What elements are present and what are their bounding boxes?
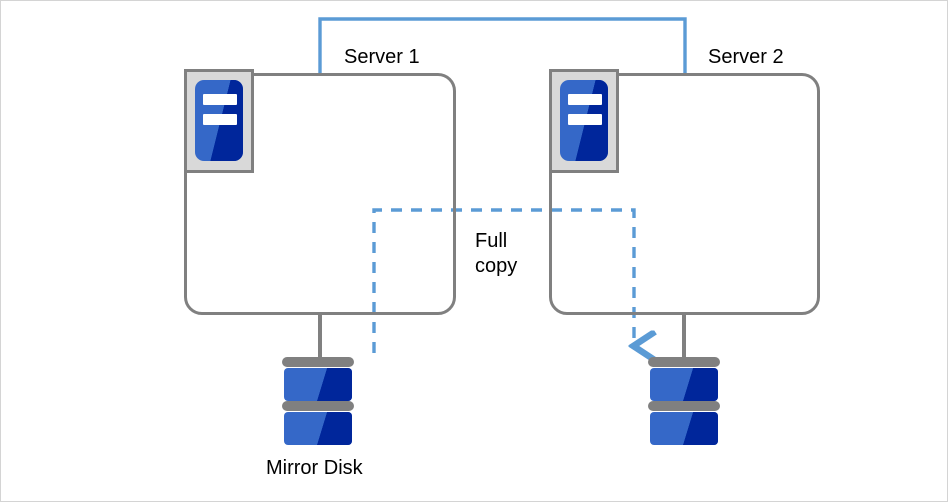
mirror-disk-label: Mirror Disk [266,457,363,479]
server2-enclosure [549,73,820,315]
server1-label: Server 1 [344,46,420,68]
disk-block-shading [284,412,352,445]
disk-platter-bar-top [282,357,354,367]
server-icon-slot-2 [568,114,602,125]
disk-block-shading [284,368,352,401]
server-icon-body [195,80,243,161]
server-icon-slot-1 [568,94,602,105]
disk-block-shading [650,368,718,401]
server1-machine-icon [184,69,254,173]
disk-block-upper [284,368,352,401]
server2-label: Server 2 [708,46,784,68]
full-copy-label: Full copy [475,230,518,277]
server1-enclosure [184,73,456,315]
disk-block-lower [284,412,352,445]
disk-platter-bar-top [648,357,720,367]
target-disk-icon [648,357,720,449]
server-icon-body [560,80,608,161]
server2-machine-icon [549,69,619,173]
disk-block-lower [650,412,718,445]
disk-block-upper [650,368,718,401]
disk-platter-bar-mid [282,401,354,411]
mirror-disk-icon [282,357,354,449]
disk-platter-bar-mid [648,401,720,411]
server-icon-slot-1 [203,94,237,105]
server-icon-slot-2 [203,114,237,125]
disk-block-shading [650,412,718,445]
